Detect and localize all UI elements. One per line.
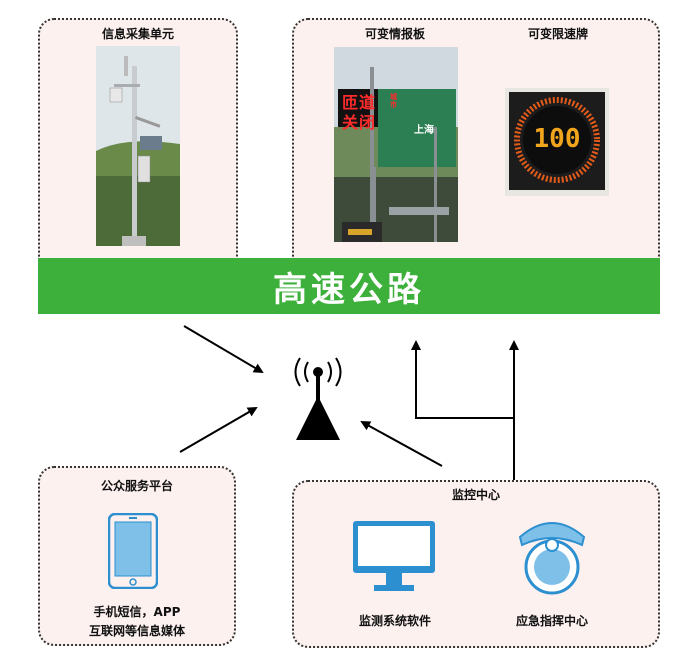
- vms-led-small: 城市: [390, 93, 397, 109]
- guide-sign-text: 上海: [414, 125, 434, 136]
- vms-led-top: 匝道: [342, 93, 377, 112]
- public-service-title: 公众服务平台: [100, 479, 173, 493]
- speed-sign-title: 可变限速牌: [527, 27, 588, 41]
- computer-monitor-icon: [352, 520, 436, 596]
- command-label: 应急指挥中心: [515, 614, 588, 628]
- vms-title: 可变情报板: [364, 27, 425, 41]
- command-center-icon: [512, 515, 592, 597]
- monitoring-center-title: 监控中心: [451, 488, 500, 502]
- arrow-info-to-antenna: [183, 325, 264, 374]
- arrow-public-to-antenna: [179, 406, 258, 453]
- vms-led-bottom: 关闭: [342, 113, 377, 132]
- weather-station-photo: [96, 46, 180, 246]
- public-caption-line2: 互联网等信息媒体: [88, 624, 185, 638]
- arrow-monitor-to-antenna: [360, 421, 443, 467]
- highway-label: 高速公路: [273, 269, 425, 310]
- speed-limit-sign-photo: 100: [505, 88, 609, 196]
- info-collection-title: 信息采集单元: [101, 27, 174, 41]
- public-caption-line1: 手机短信，APP: [93, 605, 181, 619]
- broadcast-antenna-icon: [282, 356, 354, 444]
- smartphone-icon: [108, 513, 158, 589]
- variable-message-sign-photo: 匝道 关闭 城市 上海: [334, 47, 458, 242]
- software-label: 监测系统软件: [358, 614, 431, 628]
- speed-limit-value: 100: [533, 124, 581, 154]
- arrow-monitor-to-vms: [411, 340, 515, 480]
- highway-band: 高速公路: [38, 258, 660, 314]
